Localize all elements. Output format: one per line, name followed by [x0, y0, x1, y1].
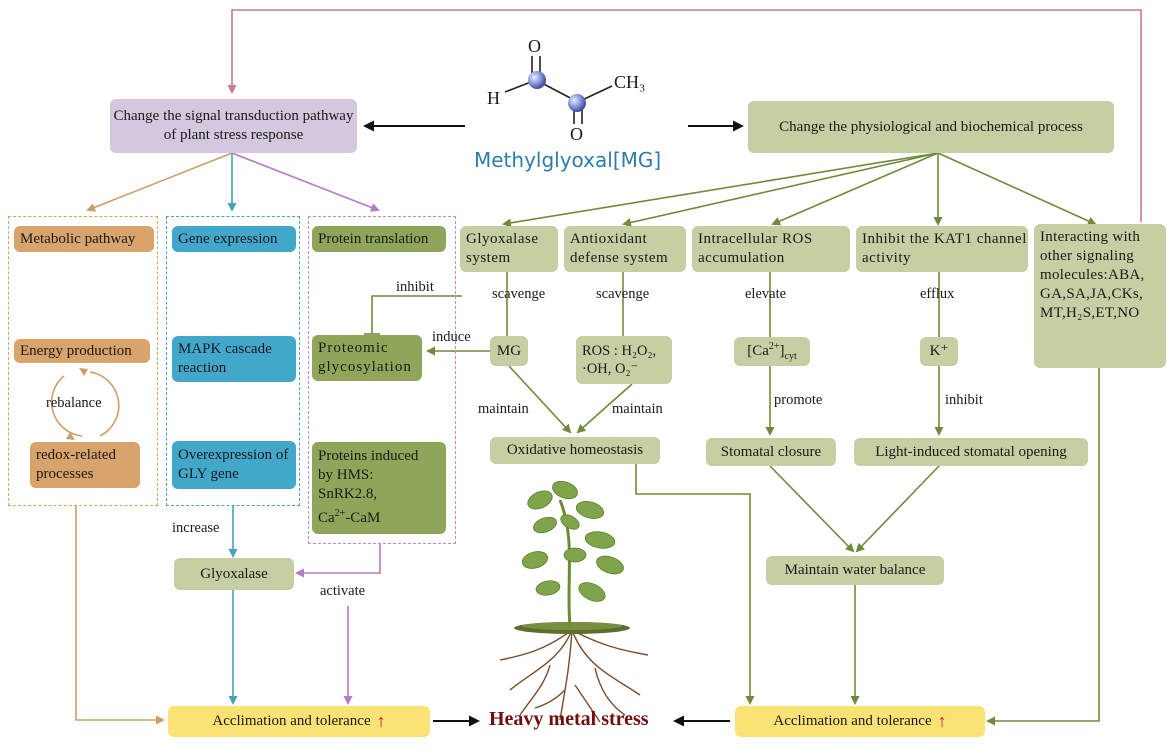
signal-transduction-text: Change the signal transduction pathway o…	[113, 108, 354, 143]
metabolic-pathway-text: Metabolic pathway	[20, 230, 136, 247]
kat1-inhibit-box: Inhibit the KAT1 channel activity	[856, 226, 1028, 272]
methyl-group: CH₃	[614, 72, 646, 92]
mg-node: MG	[490, 336, 528, 366]
calcium-charge: 2+	[768, 341, 780, 352]
redox-processes-text: redox-related processes	[36, 447, 116, 482]
gene-column-frame	[166, 216, 300, 506]
gly-overexpression-box: Overexpression of GLY gene	[172, 441, 296, 489]
mapk-cascade-text: MAPK cascade reaction	[178, 341, 272, 376]
physiological-process-text: Change the physiological and biochemical…	[779, 118, 1083, 135]
glyoxalase-system-text: Glyoxalase system	[466, 231, 539, 266]
hms-proteins-line4: Ca2+-CaM	[318, 504, 418, 528]
maintain-label-2: maintain	[612, 401, 663, 417]
atom-o-top: O	[528, 36, 541, 56]
kat1-inhibit-text: Inhibit the KAT1 channel activity	[862, 231, 1027, 266]
ros-species-node: ROS : H₂O₂, ·OH, O₂⁻	[576, 336, 672, 384]
glyoxalase-box: Glyoxalase	[174, 558, 294, 590]
hms-proteins-line3: SnRK2.8,	[318, 486, 378, 502]
water-balance-box: Maintain water balance	[766, 556, 944, 585]
signaling-molecules-text: Interacting with other signaling molecul…	[1040, 229, 1145, 321]
gene-expression-text: Gene expression	[178, 230, 278, 247]
elevate-label: elevate	[745, 286, 787, 302]
maintain-label-1: maintain	[478, 401, 529, 417]
calcium-bracket: ]	[779, 343, 785, 359]
calcium-text: [Ca2+]cyt	[747, 337, 797, 366]
increase-label: increase	[172, 520, 220, 536]
atom-h: H	[487, 88, 500, 108]
gly-overexpression-text: Overexpression of GLY gene	[178, 447, 289, 482]
induce-label: induce	[432, 329, 471, 345]
activate-label: activate	[320, 583, 366, 599]
oxidative-homeostasis-box: Oxidative homeostasis	[490, 437, 660, 464]
metabolic-pathway-header: Metabolic pathway	[14, 226, 154, 252]
energy-production-text: Energy production	[20, 342, 132, 359]
inhibit-label: inhibit	[396, 279, 434, 295]
oxidative-homeostasis-text: Oxidative homeostasis	[506, 442, 644, 458]
antioxidant-defense-box: Antioxidant defense system	[564, 226, 686, 272]
proteomic-glycosylation-box: Proteomic glycosylation	[312, 335, 422, 381]
energy-production-box: Energy production	[14, 339, 150, 363]
light-stomatal-opening-box: Light-induced stomatal opening	[854, 438, 1088, 466]
molecule-name: Methylglyoxal[MG]	[474, 148, 662, 172]
hms-proteins-line2: by HMS:	[318, 467, 374, 483]
rebalance-cycle	[50, 371, 120, 437]
acclimation-right-box: Acclimation and tolerance ↑	[735, 706, 985, 737]
potassium-text: K⁺	[929, 343, 949, 359]
calcium-node: [Ca2+]cyt	[734, 337, 810, 366]
glyoxalase-text: Glyoxalase	[200, 565, 268, 582]
scavenge-label-1: scavenge	[492, 286, 546, 302]
hms-proteins-line1: Proteins induced	[318, 448, 419, 464]
acclimation-right-text: Acclimation and tolerance	[773, 713, 932, 729]
metabolic-column-frame	[8, 216, 158, 506]
methylglyoxal-molecule	[504, 56, 613, 124]
ros-accumulation-box: Intracellular ROS accumulation	[692, 226, 850, 272]
atom-o-bottom: O	[570, 124, 583, 144]
ros-accumulation-text: Intracellular ROS accumulation	[698, 231, 813, 266]
calcium-base: [Ca	[747, 343, 769, 359]
scavenge-label-2: scavenge	[596, 286, 650, 302]
protein-translation-header: Protein translation	[312, 226, 446, 252]
ros-line1: ROS : H₂O₂,	[582, 343, 657, 359]
redox-processes-box: redox-related processes	[30, 442, 140, 488]
mg-text: MG	[496, 342, 522, 359]
plant-illustration	[499, 480, 649, 723]
antioxidant-defense-text: Antioxidant defense system	[570, 231, 669, 266]
protein-translation-text: Protein translation	[318, 230, 429, 247]
glyoxalase-system-box: Glyoxalase system	[460, 226, 558, 272]
signaling-molecules-box: Interacting with other signaling molecul…	[1034, 224, 1166, 368]
rebalance-label: rebalance	[46, 395, 102, 411]
physiological-process-box: Change the physiological and biochemical…	[748, 101, 1114, 153]
light-stomatal-opening-text: Light-induced stomatal opening	[875, 443, 1067, 460]
ca-text: Ca	[318, 510, 335, 526]
increase-up-icon-right: ↑	[937, 711, 947, 731]
efflux-label: efflux	[920, 286, 955, 302]
promote-label: promote	[774, 392, 823, 408]
protein-column-frame	[308, 216, 456, 544]
potassium-node: K⁺	[920, 337, 958, 366]
acclimation-left-box: Acclimation and tolerance ↑	[168, 706, 430, 737]
ca-charge: 2+	[334, 508, 346, 519]
ros-line2: ·OH, O₂⁻	[582, 361, 639, 377]
water-balance-text: Maintain water balance	[784, 562, 926, 578]
heavy-metal-stress-title: Heavy metal stress	[489, 708, 649, 730]
acclimation-left-text: Acclimation and tolerance	[212, 713, 371, 729]
signal-transduction-box: Change the signal transduction pathway o…	[110, 99, 357, 153]
calcium-sub: cyt	[784, 351, 797, 362]
inhibit-k-label: inhibit	[945, 392, 983, 408]
increase-up-icon: ↑	[376, 711, 386, 731]
mapk-cascade-box: MAPK cascade reaction	[172, 336, 296, 382]
cam-text: -CaM	[345, 510, 381, 526]
stomatal-closure-box: Stomatal closure	[706, 438, 836, 466]
gene-expression-header: Gene expression	[172, 226, 296, 252]
feedback-line	[227, 9, 1142, 222]
stomatal-closure-text: Stomatal closure	[720, 443, 822, 460]
hms-proteins-box: Proteins induced by HMS: SnRK2.8, Ca2+-C…	[312, 442, 446, 534]
proteomic-glycosylation-text: Proteomic glycosylation	[318, 340, 412, 375]
